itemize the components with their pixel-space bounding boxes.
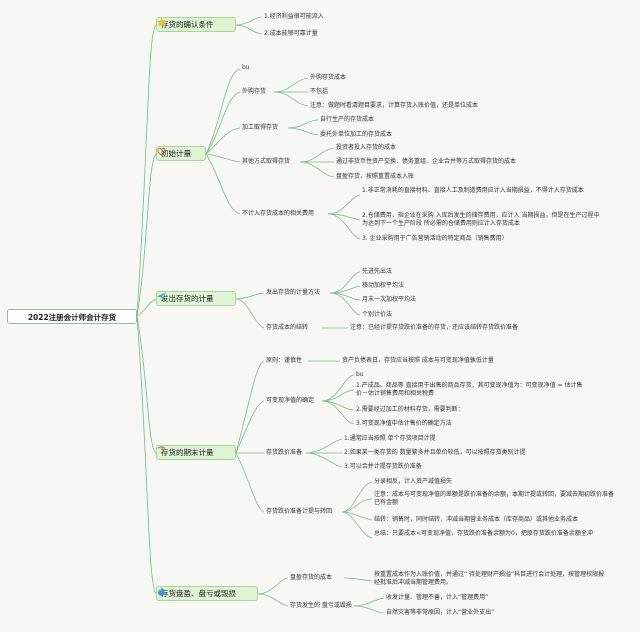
carryover-label: 存货成本的结转 [266,324,309,331]
surplus-label: 盘盈存货的成本 [290,574,333,581]
issue-method-4: 个别计价法 [362,311,393,318]
nrv-label: 可变现净值的确定 [266,397,315,404]
recognition-item-1: 1.经济利益很可能流入 [264,13,324,20]
purchase-item-1: 外购存货成本 [310,74,347,81]
provision-item-1: 1.通常应当按照 单个存货项目计提 [344,435,436,442]
node-count[interactable]: 存货盘盈、盘亏或毁损 [156,586,258,601]
other-item-2: 通过非货币性资产交换、债务重组、企业合并等方式取得存货的成本 [336,158,517,165]
processing-item-2: 委托外单位加工的存货成本 [320,131,393,138]
other-item-3: 盘盈存货，按照重置成本入账 [336,173,415,180]
excluded-label: 不计入存货成本的相关费用 [242,210,315,217]
loss-label: 存货发生的 盘亏或毁损 [290,602,352,609]
processing-item-1: 自行生产的存货成本 [320,116,375,123]
flame-icon [158,587,165,596]
initial-bu: bu [242,64,250,71]
excluded-item-3: 3. 企业采购用于广告营销活动的特定商品（销售费用） [362,235,508,242]
node-ending-measurement[interactable]: 存货的期末计量 [156,445,236,460]
reversal-item-1: 分录相反，计入资产减值损失 [374,478,453,485]
heart-icon [157,147,166,156]
carryover-note: 注意：已经计提存货跌价准备的存货，还应该结转存货跌价准备 [350,324,519,331]
root-node[interactable]: 2022注册会计师会计存货 [7,309,137,324]
node-label: 发出存货的计量 [161,294,214,303]
node-recognition[interactable]: 存货的确认条件 [156,17,236,32]
other-label: 其他方式取得存货 [242,158,291,165]
node-label: 初始计量 [161,149,191,158]
issue-method-3: 月末一次加权平均法 [362,296,417,303]
nrv-item-4: 3.可变现净值中估计售价的确定方法 [356,420,452,427]
nrv-item-3: 2.需要经过加工的材料存货，需要判断： [356,406,464,413]
paper-plane-icon [157,292,166,301]
issue-method-2: 移动加权平均法 [362,282,405,289]
excluded-item-1: 1.非正常消耗的直接材料、直接人工及制造费用应计入当期损益，不得计入存货成本 [362,187,584,194]
issue-method-1: 先进先出法 [362,268,393,275]
principle-note: 资产负债表日，存货应当按照 成本与可变现净值孰低计量 [342,357,494,364]
recognition-item-2: 2.成本能够可靠计量 [264,30,318,37]
purchase-item-3: 注意：做题时看清题目要求，计算存货入账价值，还是单位成本 [310,102,479,109]
loss-item-1: 收发计量、管理不善，计入“管理费用” [386,594,489,601]
node-label: 存货的确认条件 [161,20,214,29]
reversal-item-4: 总结：只要成本<可变现净值，存货跌价准备余额为0，把原存货跌价准备余额全冲 [374,530,593,537]
node-label: 存货的期末计量 [161,448,214,457]
processing-label: 加工取得存货 [242,124,279,131]
nrv-item-1: bu [356,371,364,378]
other-item-1: 投资者投入存货的成本 [336,144,397,151]
reversal-label: 存货跌价准备计提与转回 [266,508,333,515]
purchase-label: 外购存货 [242,88,267,95]
node-issue-measurement[interactable]: 发出存货的计量 [156,291,236,306]
issue-methods-label: 发出存货的计量方法 [266,289,321,296]
node-label: 存货盘盈、盘亏或毁损 [161,589,236,598]
loss-item-2: 自然灾害等非常原因，计入“营业外支出” [386,609,495,616]
nrv-item-2: 1.产成品、商品等 直接用于出售的商品存货，其可变现净值为：可变现净值 = 估计… [356,382,583,397]
principle-label: 原则：谨慎性 [266,357,303,364]
reversal-item-3: 结转：销售时，同时结转，冲减当期营业务成本（库存商品）或其他业务成本 [374,516,579,523]
purchase-item-2: 不包括 [310,88,329,95]
star-icon [157,18,166,27]
provision-label: 存货跌价准备 [266,449,303,456]
provision-item-3: 3.可以合并计提存货跌价准备 [344,463,422,470]
excluded-item-2: 2.仓储费用，指企业在采购 入库后发生的储存费用，应计入 当期损益，但是在生产过… [362,212,600,227]
node-initial-measurement[interactable]: 初始计量 [156,146,206,161]
reversal-item-2: 注意：成本与可变现净值的差额是跌价准备的余额，本期计提或转回，要减去期初跌价准备… [374,491,615,506]
pickaxe-icon [157,446,166,455]
surplus-note: 按重置成本作为入账价值，并通过“ 待处理财产损溢”科目进行会计处理，按管理权限报… [374,571,605,586]
provision-item-2: 2.如果某一类存货的 数量繁多并且单价较低，可以按照存货类别计提 [344,449,526,456]
